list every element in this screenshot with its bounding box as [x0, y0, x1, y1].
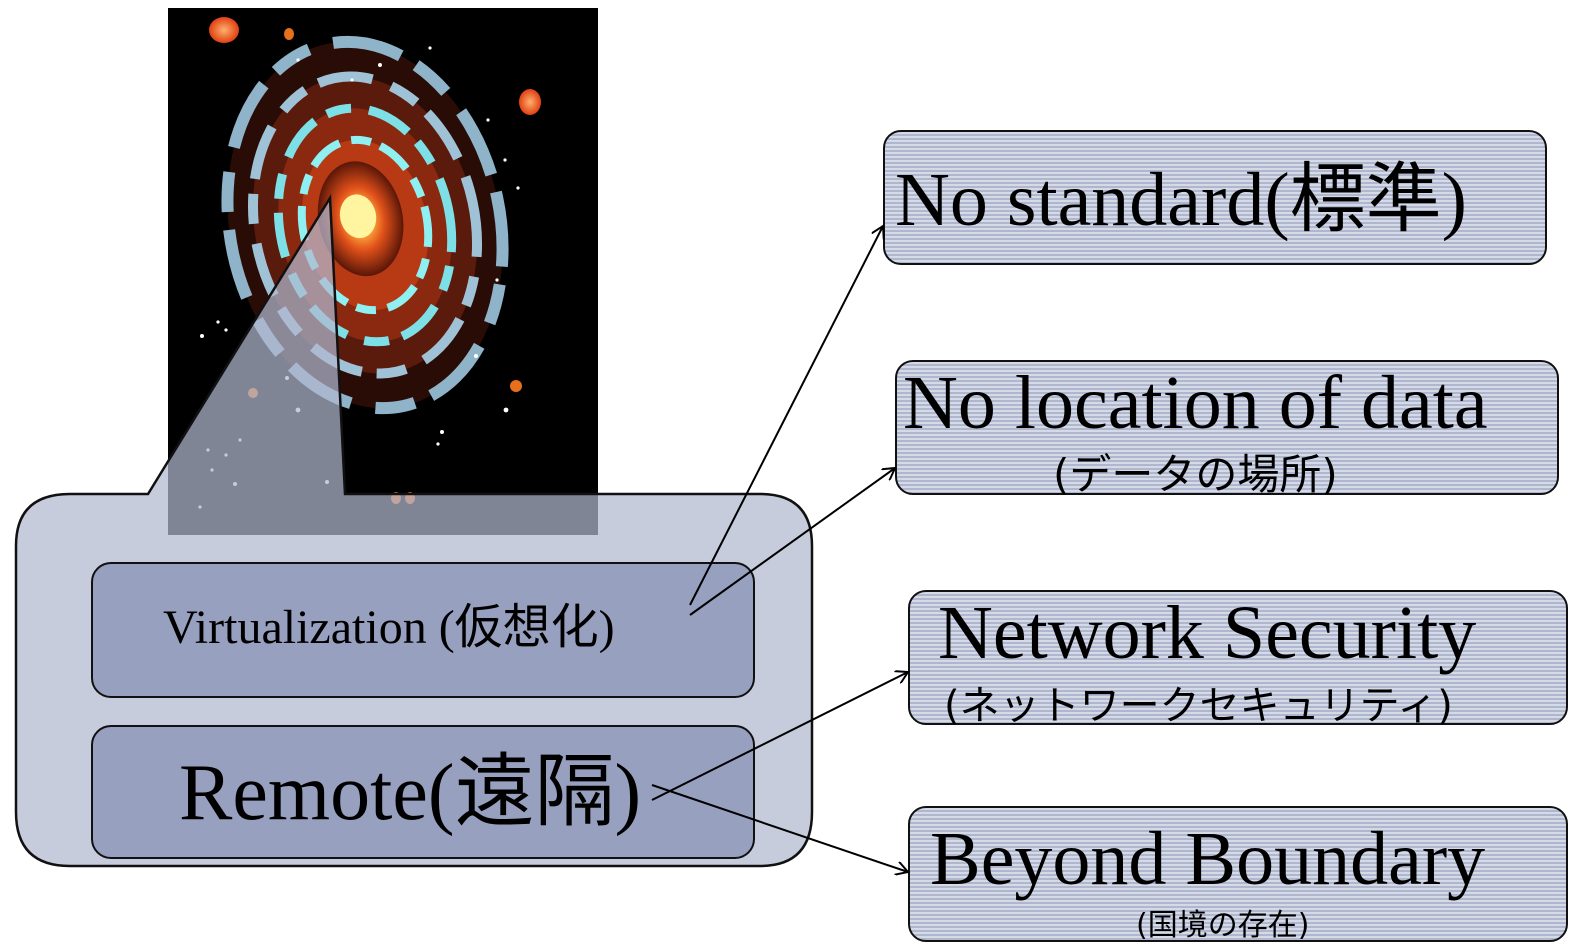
- arrow-to-no-standard: [689, 226, 883, 606]
- virtualization-box: Virtualization (仮想化): [91, 562, 755, 698]
- beyond-boundary-label: Beyond Boundary: [930, 817, 1486, 901]
- remote-label: Remote(遠隔): [179, 749, 642, 837]
- remote-box: Remote(遠隔): [91, 725, 755, 859]
- network-security-sub: (ネットワークセキュリティ): [944, 683, 1453, 729]
- no-location-label: No location of data: [903, 361, 1488, 445]
- no-location-sub: (データの場所): [1053, 450, 1338, 499]
- no-standard-box: No standard(標準): [883, 130, 1547, 265]
- network-security-label: Network Security: [938, 591, 1477, 675]
- no-standard-label: No standard(標準): [895, 158, 1467, 242]
- arrow-to-network-security: [651, 672, 908, 801]
- virtualization-label: Virtualization (仮想化): [163, 601, 615, 654]
- no-location-box: No location of data (データの場所): [895, 360, 1559, 499]
- beyond-boundary-box: Beyond Boundary (国境の存在): [908, 806, 1568, 943]
- arrow-to-no-location: [689, 468, 895, 616]
- network-security-box: Network Security (ネットワークセキュリティ): [908, 590, 1568, 729]
- beyond-boundary-sub: (国境の存在): [1136, 908, 1310, 943]
- arrow-to-beyond-boundary: [651, 784, 908, 872]
